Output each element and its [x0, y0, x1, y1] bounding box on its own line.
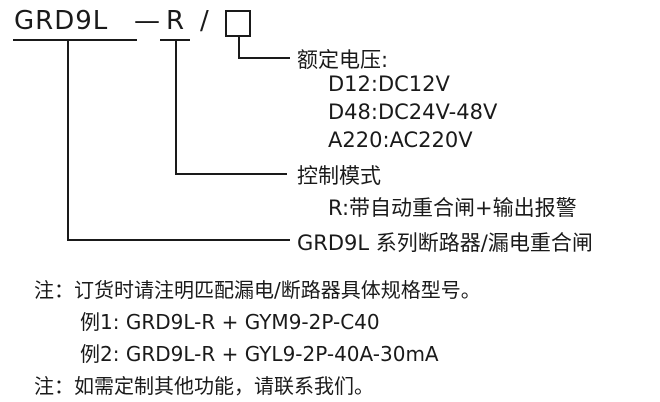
voltage-connector-vertical [238, 37, 240, 59]
model-control-code: R [166, 6, 186, 36]
voltage-code-box [225, 10, 251, 37]
model-prefix: GRD9L [14, 6, 109, 36]
voltage-connector-horizontal [238, 57, 290, 59]
voltage-option-a220: A220:AC220V [328, 128, 473, 152]
voltage-option-d48: D48:DC24V-48V [328, 100, 498, 124]
series-label: GRD9L 系列断路器/漏电重合闸 [297, 231, 593, 255]
control-connector-vertical [175, 40, 177, 175]
voltage-option-d12: D12:DC12V [328, 72, 450, 96]
example-2: 例2: GRD9L-R + GYL9-2P-40A-30mA [80, 342, 439, 366]
custom-note: 注：如需定制其他功能，请联系我们。 [34, 374, 374, 398]
control-mode-title: 控制模式 [297, 164, 381, 188]
model-slash: / [200, 6, 210, 36]
control-connector-horizontal [175, 173, 287, 175]
series-connector-vertical [67, 40, 69, 241]
order-note: 注：订货时请注明匹配漏电/断路器具体规格型号。 [34, 278, 481, 302]
control-mode-option-r: R:带自动重合闸+输出报警 [328, 196, 577, 220]
voltage-title: 额定电压: [297, 48, 389, 72]
series-connector-horizontal [67, 239, 290, 241]
model-dash: — [134, 6, 161, 36]
prefix-underline [13, 39, 137, 41]
example-1: 例1: GRD9L-R + GYM9-2P-C40 [80, 310, 380, 334]
